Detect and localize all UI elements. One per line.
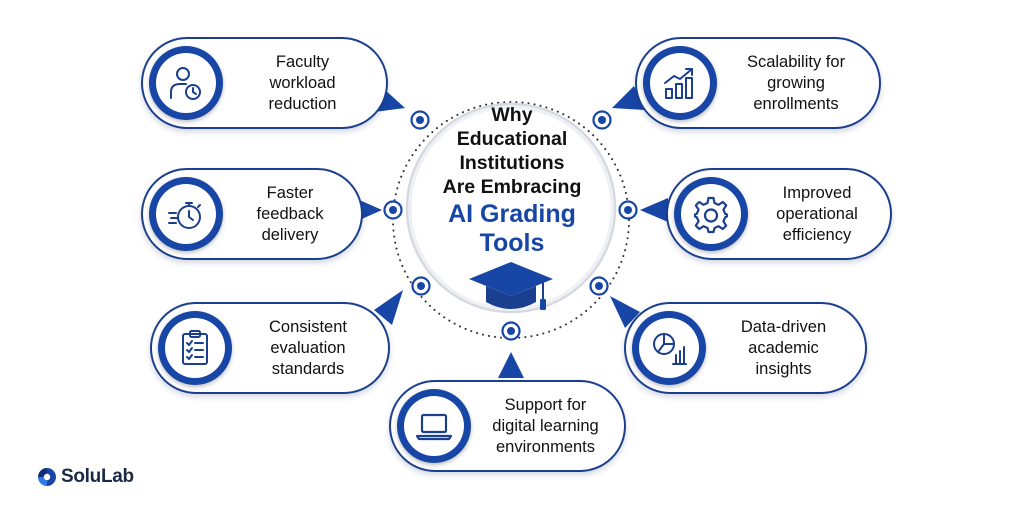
pointer-consistent bbox=[374, 290, 403, 325]
clipboard-checklist-icon bbox=[182, 330, 208, 365]
pill-consistent-evaluation: Consistent evaluation standards bbox=[150, 302, 390, 394]
highlight-line: AI Grading bbox=[448, 200, 576, 228]
pill-label: Data-driven academic insights bbox=[740, 317, 827, 378]
person-clock-icon bbox=[170, 67, 201, 100]
badge bbox=[149, 177, 223, 251]
badge bbox=[643, 46, 717, 120]
title-line: Institutions bbox=[459, 152, 565, 174]
graduation-cap-icon bbox=[469, 262, 553, 310]
highlight-line: Tools bbox=[479, 229, 545, 257]
brand-name: SoluLab bbox=[61, 466, 134, 487]
pie-bar-chart-icon bbox=[653, 333, 687, 365]
badge bbox=[632, 311, 706, 385]
pill-digital-learning: Support for digital learning environment… bbox=[389, 380, 626, 472]
pill-scalability: Scalability for growing enrollments bbox=[635, 37, 881, 129]
node-markers bbox=[383, 110, 638, 341]
dotted-ring bbox=[392, 101, 630, 339]
pill-label: Faster feedback delivery bbox=[256, 183, 324, 244]
pointer-operational bbox=[640, 198, 668, 222]
brand-logo: SoluLab bbox=[36, 466, 134, 488]
pill-faster-feedback: Faster feedback delivery bbox=[141, 168, 363, 260]
badge bbox=[397, 389, 471, 463]
growth-chart-icon bbox=[664, 68, 693, 99]
pill-label: Consistent evaluation standards bbox=[269, 317, 347, 378]
laptop-icon bbox=[415, 413, 453, 441]
pill-label: Support for digital learning environment… bbox=[492, 395, 599, 456]
badge bbox=[158, 311, 232, 385]
pill-label: Faculty workload reduction bbox=[268, 52, 337, 113]
title-line: Are Embracing bbox=[442, 176, 582, 198]
gear-icon bbox=[693, 196, 729, 234]
title-line: Why bbox=[491, 104, 533, 126]
center-circle bbox=[405, 102, 617, 314]
diagram-title: Why Educational Institutions Are Embraci… bbox=[420, 103, 604, 199]
badge bbox=[674, 177, 748, 251]
stopwatch-icon bbox=[168, 202, 201, 229]
pill-label: Improved operational efficiency bbox=[776, 183, 858, 244]
badge bbox=[149, 46, 223, 120]
pill-operational-efficiency: Improved operational efficiency bbox=[666, 168, 892, 260]
pill-faculty-workload: Faculty workload reduction bbox=[141, 37, 388, 129]
solulab-logo-icon bbox=[38, 468, 56, 486]
pointer-support bbox=[498, 352, 524, 378]
title-line: Educational bbox=[456, 128, 568, 150]
pill-data-insights: Data-driven academic insights bbox=[624, 302, 867, 394]
pill-label: Scalability for growing enrollments bbox=[746, 52, 846, 113]
diagram-title-highlight: AI Grading Tools bbox=[410, 200, 614, 258]
